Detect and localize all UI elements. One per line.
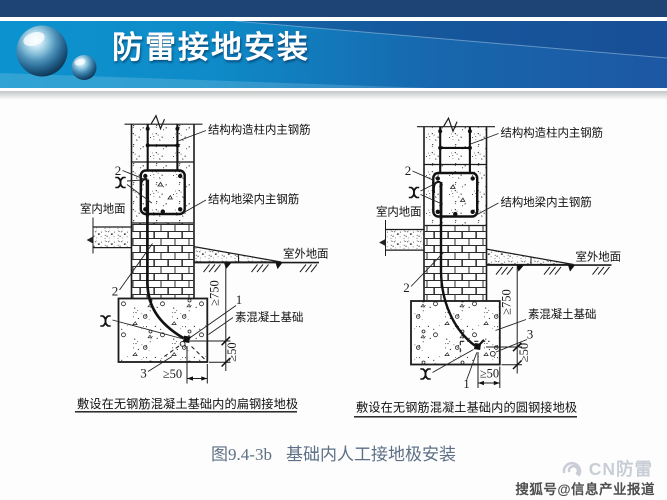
- callout-2-top: 2: [405, 163, 412, 178]
- dim-depth: ≥750: [208, 280, 222, 306]
- indoor-floor-right: [379, 220, 424, 256]
- outdoor-ground-right: [485, 248, 612, 275]
- callout-3: 3: [140, 366, 147, 381]
- header-banner: [0, 21, 667, 88]
- diagram-right: 2 2 1 3 结构构造柱内主钢筋 结构地梁内主钢筋 室内地面 室外地面 素混凝…: [354, 116, 621, 418]
- foundation-left: [117, 297, 209, 363]
- label-foundation: 素混凝土基础: [528, 307, 596, 321]
- weld-symbol-top-left: [114, 176, 127, 189]
- indoor-floor-left: [86, 217, 132, 254]
- figure-title: 基础内人工接地极安装: [285, 445, 456, 464]
- header-separator: [0, 17, 667, 21]
- dim-side: ≥50: [225, 342, 239, 361]
- dim-depth: ≥750: [499, 289, 513, 315]
- figure-caption: 图9.4-3b 基础内人工接地极安装: [0, 440, 667, 465]
- header-top-band: [0, 0, 667, 17]
- watermark-brand: CN防雷: [560, 456, 653, 481]
- callout-1: 1: [463, 376, 470, 391]
- globe-spheres-icon: [16, 25, 97, 80]
- labels-left: 结构构造柱内主钢筋 结构地梁内主钢筋 室内地面 室外地面 素混凝土基础: [80, 123, 329, 335]
- electrode-left: [140, 178, 205, 360]
- dim-bottom: ≥50: [480, 367, 499, 381]
- caption-right-text: 敷设在无钢筋混凝土基础内的圆钢接地极: [356, 400, 577, 415]
- banner-sheen: [0, 21, 667, 88]
- labels-right: 结构构造柱内主钢筋 结构地梁内主钢筋 室内地面 室外地面 素混凝土基础: [376, 126, 621, 331]
- diagram-left: 2 2 1 3 结构构造柱内主钢筋 结构地梁内主钢筋 室内地面 室外地面 素混凝…: [75, 114, 329, 413]
- callout-2-top: 2: [115, 163, 122, 178]
- weld-symbol-bottom-right: [419, 368, 432, 380]
- label-beam-rebar: 结构地梁内主钢筋: [208, 192, 299, 206]
- label-beam-rebar: 结构地梁内主钢筋: [501, 195, 592, 209]
- weld-symbol-bottom-left: [99, 315, 112, 327]
- caption-left-text: 敷设在无钢筋混凝土基础内的扁钢接地极: [77, 396, 298, 411]
- callouts-right: 2 2 1 3: [403, 163, 533, 391]
- label-outdoor-ground: 室外地面: [576, 250, 622, 264]
- label-column-rebar: 结构构造柱内主钢筋: [501, 126, 604, 140]
- banner-bottom-line: [0, 88, 667, 91]
- dim-bottom: ≥50: [163, 367, 182, 381]
- label-foundation: 素混凝土基础: [235, 310, 303, 324]
- ground-beam-box-right: [432, 171, 479, 218]
- ground-beam-box-left: [139, 169, 186, 216]
- callout-1: 1: [236, 292, 243, 307]
- watermark-brand-text: CN防雷: [588, 459, 653, 479]
- dimensions-right: ≥750 ≥50 ≥50: [477, 266, 531, 388]
- label-outdoor-ground: 室外地面: [283, 247, 329, 261]
- dim-side: ≥50: [517, 343, 531, 362]
- label-column-rebar: 结构构造柱内主钢筋: [208, 123, 311, 137]
- caption-right: 敷设在无钢筋混凝土基础内的圆钢接地极: [354, 400, 577, 418]
- label-indoor-ground: 室内地面: [80, 202, 126, 216]
- outdoor-ground-left: [193, 245, 319, 273]
- label-indoor-ground: 室内地面: [376, 205, 422, 219]
- caption-left: 敷设在无钢筋混凝土基础内的扁钢接地极: [75, 396, 298, 413]
- watermark-credit: 搜狐号@信息产业报道: [515, 482, 655, 497]
- callouts-left: 2 2 1 3: [99, 163, 243, 381]
- slide-title: 防雷接地安装: [112, 30, 310, 65]
- weld-symbol-top-right: [407, 186, 421, 199]
- callout-3: 3: [527, 327, 534, 342]
- header-shadow: [0, 91, 667, 100]
- figure-number: 图9.4-3b: [211, 445, 272, 464]
- brand-swirl-icon: [562, 461, 581, 476]
- callout-2-bottom: 2: [112, 284, 119, 299]
- callout-2-bottom: 2: [403, 280, 410, 295]
- foundation-right: [410, 300, 501, 366]
- dimensions-left: ≥750 ≥50 ≥50: [163, 264, 239, 384]
